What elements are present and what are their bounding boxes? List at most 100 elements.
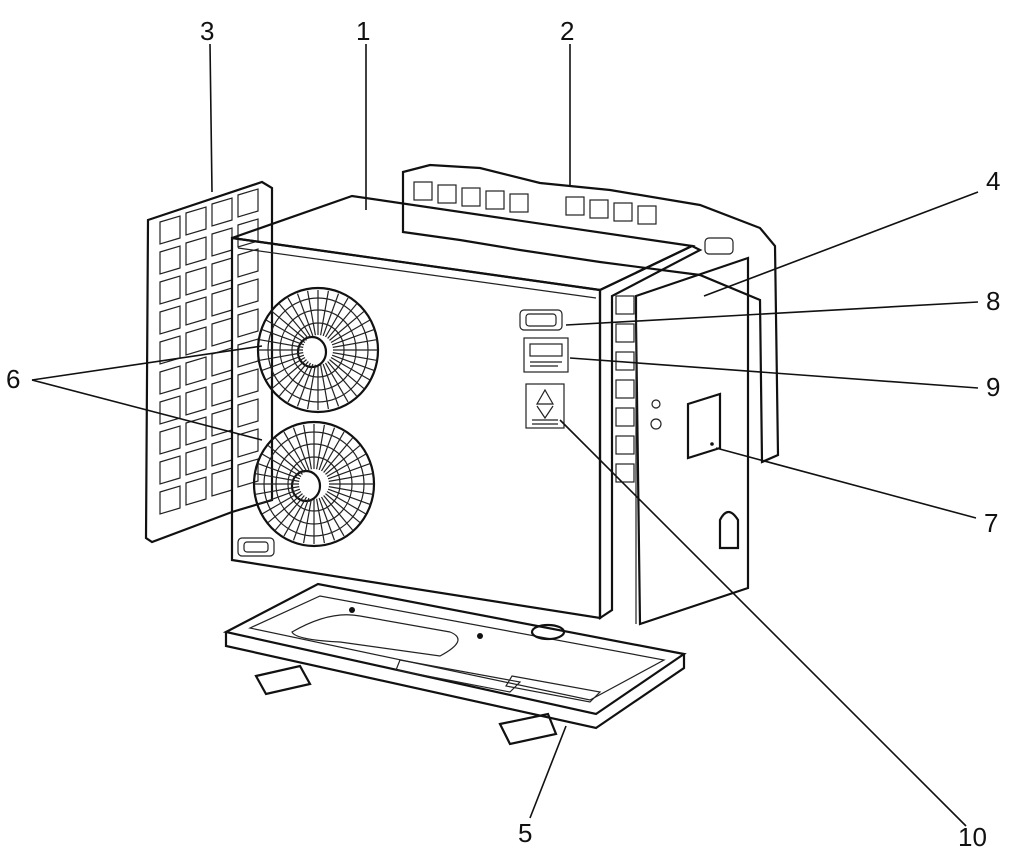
fan-spoke — [296, 293, 314, 337]
fan-spoke — [327, 462, 371, 480]
grille-cell — [185, 356, 207, 386]
fan-spoke — [318, 427, 336, 471]
leader-lines — [31, 43, 979, 827]
fan-spoke — [261, 453, 302, 478]
fan-spoke — [316, 424, 326, 470]
grille-cell — [159, 275, 181, 305]
fan-spoke — [283, 496, 308, 537]
callout-10: 10 — [958, 822, 987, 852]
callout-5: 5 — [518, 818, 532, 848]
grille-cell — [159, 395, 181, 425]
fan-spoke — [258, 338, 304, 348]
grille-cell — [237, 398, 259, 428]
fan-spoke — [267, 444, 303, 475]
grille-cell — [211, 467, 233, 497]
fan-spoke — [265, 356, 306, 381]
fan-spoke — [331, 328, 375, 346]
grille-cell — [615, 295, 635, 315]
fan-spoke — [302, 498, 312, 544]
grille-cell — [159, 365, 181, 395]
callout-2: 2 — [560, 16, 574, 46]
fan-spoke — [328, 486, 374, 496]
grille-cell — [211, 437, 233, 467]
fan-spoke — [261, 490, 302, 515]
fan-spoke — [254, 472, 300, 482]
main-cabinet — [230, 194, 696, 620]
fan-spoke — [332, 338, 378, 348]
fan-spoke — [327, 361, 358, 397]
fan-spoke — [323, 437, 354, 473]
fan-spoke — [274, 495, 305, 531]
callout-6: 6 — [6, 364, 20, 394]
grille-cell — [237, 248, 259, 278]
grille-cell — [413, 181, 433, 201]
grille-cell — [159, 215, 181, 245]
callout-4: 4 — [986, 166, 1000, 196]
grille-cell — [589, 199, 609, 219]
fan-spoke — [302, 424, 312, 470]
fan-spoke — [265, 319, 306, 344]
callout-7: 7 — [984, 508, 998, 538]
fan-spoke — [292, 427, 310, 471]
fan-spoke — [292, 497, 310, 541]
fan-spoke — [320, 496, 345, 537]
fan-spoke — [325, 493, 361, 524]
fan-spoke — [278, 361, 309, 397]
grille-cell — [613, 202, 633, 222]
grille-cell — [211, 197, 233, 227]
fan-spoke — [254, 486, 300, 496]
fan-spoke — [329, 359, 365, 390]
fan-spoke — [320, 364, 330, 410]
grille-cell — [159, 245, 181, 275]
grille-cell — [237, 428, 259, 458]
grille-cell — [159, 425, 181, 455]
fan-spoke — [261, 354, 305, 372]
fan-spoke — [325, 444, 361, 475]
fan-spoke — [296, 363, 314, 407]
fan-upper — [256, 286, 380, 414]
grille-cell — [211, 227, 233, 257]
fan-spoke — [322, 363, 340, 407]
grille-cell — [437, 184, 457, 204]
fan-spoke — [331, 354, 375, 372]
grille-cell — [615, 323, 635, 343]
fan-spoke — [328, 472, 374, 482]
fan-spoke — [324, 297, 349, 338]
fan-spoke — [326, 490, 367, 515]
grille-cell — [185, 446, 207, 476]
fan-spoke — [332, 352, 378, 362]
grille-cell — [211, 317, 233, 347]
fan-spoke — [329, 310, 365, 341]
grille-cell — [237, 368, 259, 398]
grille-cell — [565, 196, 585, 216]
callout-9: 9 — [986, 372, 1000, 402]
fan-spoke — [306, 364, 316, 410]
nameplate — [523, 337, 569, 373]
fan-spoke — [324, 362, 349, 403]
fan-spoke — [316, 498, 326, 544]
side-grille-column — [598, 244, 703, 621]
grille-cell — [509, 193, 529, 213]
grille-cell — [211, 377, 233, 407]
fan-spoke — [257, 488, 301, 506]
grille-cell — [615, 435, 635, 455]
grille-cell — [615, 407, 635, 427]
grille-cell — [185, 476, 207, 506]
fan-spoke — [287, 362, 312, 403]
grille-cell — [615, 379, 635, 399]
fan-spoke — [258, 352, 304, 362]
grille-cell — [237, 338, 259, 368]
fan-spoke — [327, 303, 358, 339]
grille-cell — [637, 205, 657, 225]
grille-cell — [485, 190, 505, 210]
grille-cell — [185, 236, 207, 266]
fan-spoke — [271, 359, 307, 390]
grille-cell — [185, 206, 207, 236]
grille-cell — [185, 266, 207, 296]
callout-8: 8 — [986, 286, 1000, 316]
base-plate — [222, 582, 687, 746]
fan-spoke — [306, 290, 316, 336]
rear-grille-panel — [401, 163, 780, 464]
fan-spoke — [322, 293, 340, 337]
